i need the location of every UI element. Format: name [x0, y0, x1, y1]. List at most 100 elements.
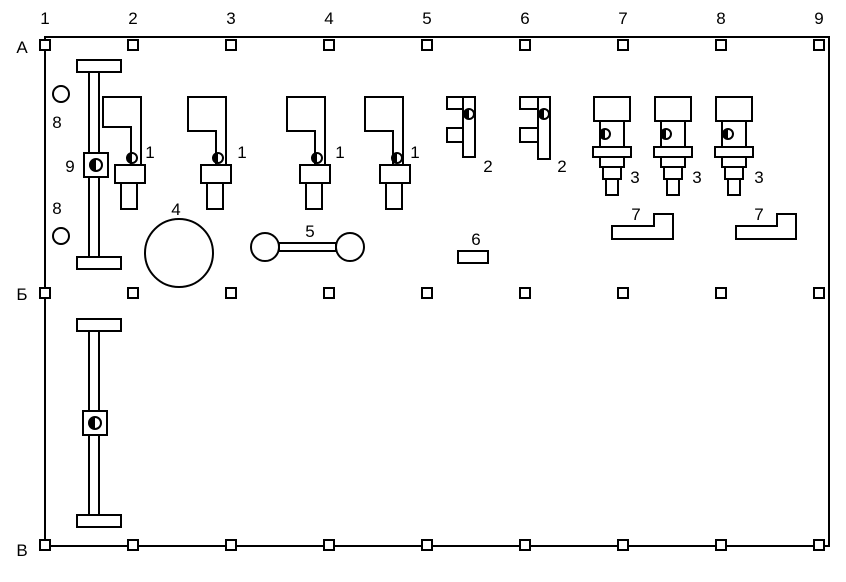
clamp-block-1b — [187, 96, 232, 210]
grid-marker — [813, 287, 825, 299]
row-label: В — [16, 541, 27, 560]
row-labels: А Б В — [16, 38, 28, 560]
half-circle-fill — [392, 153, 397, 163]
grid-marker — [813, 539, 825, 551]
grid-marker — [225, 539, 237, 551]
grid-marker — [519, 539, 531, 551]
callout-label: 1 — [335, 143, 344, 162]
grid-marker — [519, 39, 531, 51]
plunger-head — [593, 96, 631, 122]
plunger-spring — [663, 166, 683, 180]
grid-marker — [323, 287, 335, 299]
plunger-head — [654, 96, 692, 122]
plunger-3a — [592, 96, 632, 196]
grid-marker — [127, 287, 139, 299]
bar-end-cap — [76, 318, 122, 332]
callout-labels: 1 1 1 1 2 2 3 3 3 4 5 6 7 7 8 8 9 — [52, 113, 763, 249]
plunger-collar — [592, 146, 632, 158]
plunger-3b — [653, 96, 693, 196]
plunger-collar — [653, 146, 693, 158]
grid-marker — [39, 539, 51, 551]
grid-marker — [617, 539, 629, 551]
callout-label: 6 — [471, 230, 480, 249]
column-label: 2 — [128, 9, 137, 28]
large-disc — [144, 218, 214, 288]
grid-marker — [813, 39, 825, 51]
half-circle-fill — [600, 129, 605, 139]
grid-marker — [127, 539, 139, 551]
plunger-neck — [599, 156, 625, 168]
clamp-stem — [305, 182, 323, 210]
grid-marker — [617, 39, 629, 51]
bracket-tab — [519, 96, 539, 110]
plunger-spring — [724, 166, 744, 180]
callout-label: 2 — [557, 157, 566, 176]
bracket-post — [462, 96, 476, 158]
grid-marker — [225, 287, 237, 299]
grid-marker — [225, 39, 237, 51]
callout-label: 2 — [483, 157, 492, 176]
grid-marker — [323, 39, 335, 51]
half-circle-fill — [312, 153, 317, 163]
half-circle-fill — [90, 159, 96, 171]
callout-label: 4 — [171, 200, 180, 219]
bracket-tab — [446, 127, 464, 143]
grid-marker — [715, 287, 727, 299]
dumbbell-end — [250, 232, 280, 262]
clamp-jaw — [114, 164, 146, 184]
column-label: 1 — [40, 9, 49, 28]
callout-label: 5 — [305, 222, 314, 241]
row-label: Б — [16, 285, 27, 304]
half-circle-fill — [661, 129, 666, 139]
bar-end-cap — [76, 256, 122, 270]
bar-end-cap — [76, 59, 122, 73]
grid-marker — [421, 39, 433, 51]
plunger-head — [715, 96, 753, 122]
column-label: 4 — [324, 9, 333, 28]
bar-end-cap — [76, 514, 122, 528]
callout-label: 3 — [754, 168, 763, 187]
plunger-3c — [714, 96, 754, 196]
small-circle — [52, 85, 70, 103]
grid-marker — [39, 39, 51, 51]
vertical-bar-upper — [76, 59, 122, 270]
plunger-neck — [721, 156, 747, 168]
grid-marker — [715, 39, 727, 51]
callout-label: 1 — [145, 143, 154, 162]
column-label: 8 — [716, 9, 725, 28]
clamp-jaw — [299, 164, 331, 184]
clamp-block-1c — [286, 96, 331, 210]
grid-marker — [39, 287, 51, 299]
bracket-2b — [519, 96, 551, 160]
half-circle-fill — [723, 129, 728, 139]
dumbbell — [250, 232, 365, 262]
plunger-tip — [727, 178, 741, 196]
dumbbell-end — [335, 232, 365, 262]
column-label: 6 — [520, 9, 529, 28]
clamp-stem — [120, 182, 138, 210]
callout-label: 8 — [52, 199, 61, 218]
board-outline — [44, 36, 830, 547]
bracket-tab — [519, 127, 539, 143]
callout-label: 3 — [692, 168, 701, 187]
grid-marker — [519, 287, 531, 299]
callout-label: 1 — [410, 143, 419, 162]
callout-label: 8 — [52, 113, 61, 132]
grid-marker — [421, 287, 433, 299]
column-label: 3 — [226, 9, 235, 28]
small-plate — [457, 250, 489, 264]
clamp-jaw — [200, 164, 232, 184]
callout-label: 7 — [754, 205, 763, 224]
vertical-bar-lower — [76, 318, 122, 528]
grid-marker — [127, 39, 139, 51]
l-stop — [735, 213, 797, 240]
half-circle-fill — [213, 153, 218, 163]
bracket-2a — [446, 96, 476, 158]
grid-marker — [421, 539, 433, 551]
dumbbell-bar — [278, 242, 337, 252]
callout-label: 3 — [630, 168, 639, 187]
clamp-stem — [385, 182, 403, 210]
column-label: 9 — [814, 9, 823, 28]
plunger-spring — [602, 166, 622, 180]
